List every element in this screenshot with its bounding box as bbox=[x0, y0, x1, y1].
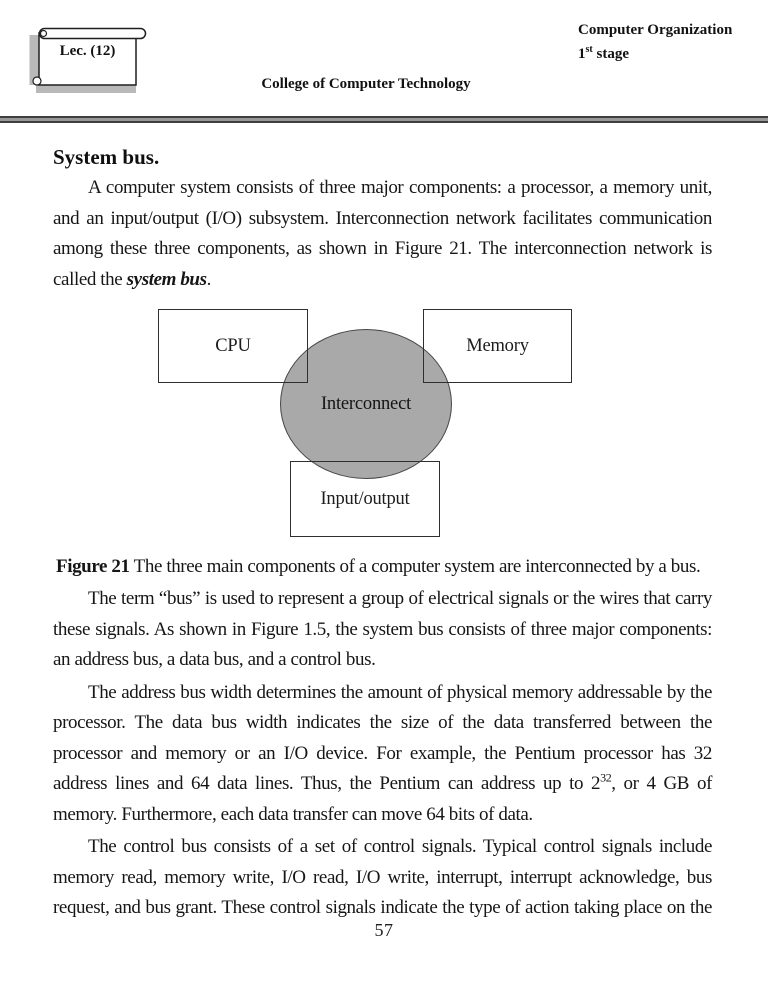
scroll-shadow-bottom bbox=[36, 84, 136, 93]
scroll-banner-icon bbox=[29, 27, 147, 93]
course-title: Computer Organization bbox=[578, 22, 733, 38]
scroll-bottom-curl bbox=[32, 76, 42, 86]
stage-line: 1st stage bbox=[578, 44, 629, 62]
figure-caption: Figure 21 The three main components of a… bbox=[56, 556, 701, 577]
cpu-label: CPU bbox=[215, 335, 251, 356]
section-heading: System bus. bbox=[53, 145, 160, 169]
figure-io-box: Input/output bbox=[290, 461, 440, 537]
page-number: 57 bbox=[374, 919, 394, 940]
figure-memory-box: Memory bbox=[423, 309, 572, 383]
interconnect-label: Interconnect bbox=[320, 393, 412, 414]
power-superscript: 32 bbox=[600, 770, 612, 785]
system-bus-emphasis: system bus bbox=[126, 268, 207, 290]
header-separator-rule bbox=[0, 116, 768, 123]
header-course-block: Computer Organization 1st stage bbox=[578, 21, 732, 64]
figure-cpu-box: CPU bbox=[158, 309, 308, 383]
scroll-shadow-left bbox=[29, 35, 39, 85]
college-title: College of Computer Technology bbox=[261, 76, 471, 92]
scroll-top-curl bbox=[39, 29, 48, 38]
memory-label: Memory bbox=[466, 335, 529, 356]
io-label: Input/output bbox=[320, 488, 410, 509]
figure-interconnect-ellipse: Interconnect bbox=[280, 329, 452, 479]
figure-caption-label: Figure 21 bbox=[56, 556, 130, 577]
paragraph-intro: A computer system consists of three majo… bbox=[53, 177, 712, 290]
lecture-badge: Lec. (12) bbox=[59, 43, 116, 59]
content-top: System bus. A computer system consists o… bbox=[0, 123, 768, 295]
paragraph-bus-width: The address bus width determines the amo… bbox=[53, 681, 713, 825]
paragraph-control-bus: The control bus consists of a set of con… bbox=[53, 836, 712, 918]
content-bottom: Figure 21 The three main components of a… bbox=[0, 545, 768, 941]
stage-ordinal-suffix: st bbox=[585, 44, 593, 55]
scroll-top-roll bbox=[38, 27, 147, 40]
paragraph-bus-term: The term “bus” is used to represent a gr… bbox=[53, 588, 712, 670]
